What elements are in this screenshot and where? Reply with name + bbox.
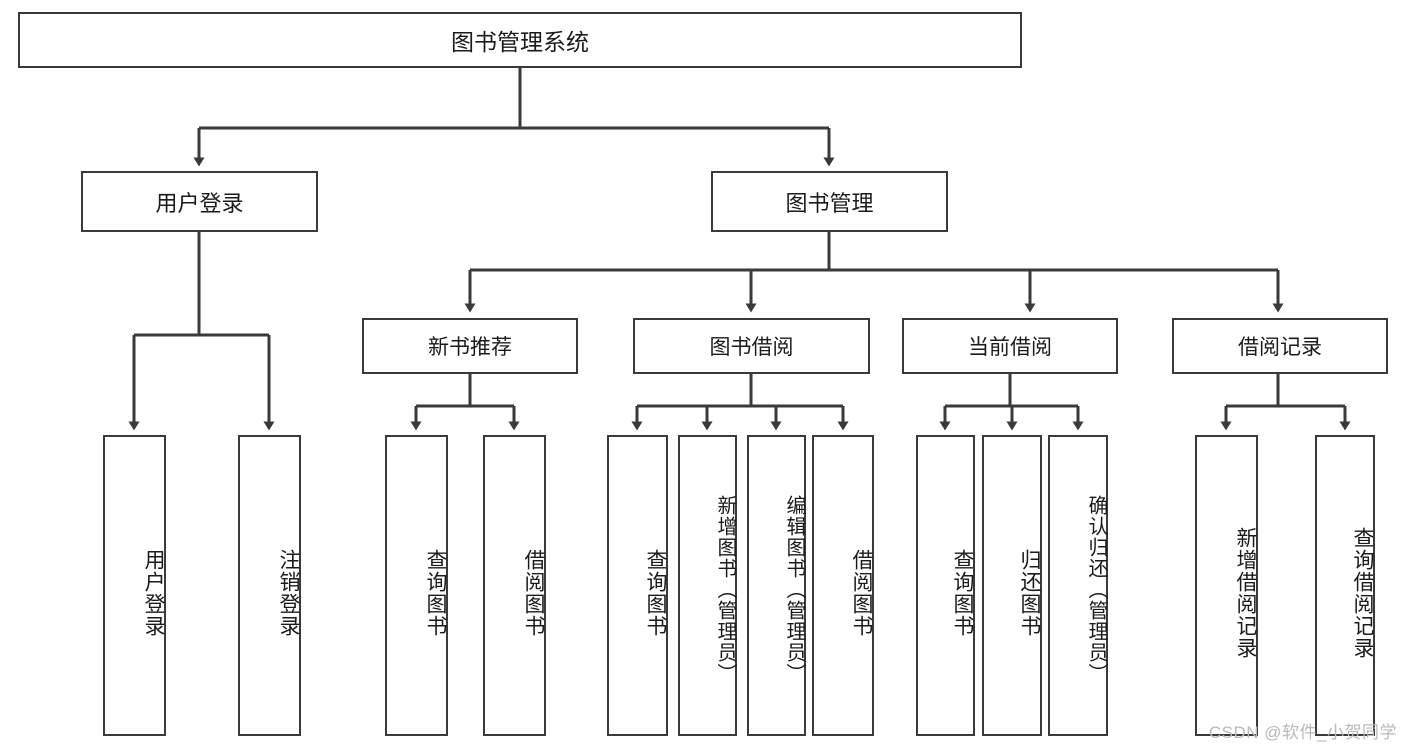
leaf-query-borrow-record[interactable]: 查询借阅记录 <box>1315 435 1375 736</box>
leaf-edit-book-admin[interactable]: 编辑图书（管理员） <box>747 435 806 736</box>
node-current-borrow[interactable]: 当前借阅 <box>902 318 1118 374</box>
leaf-query-book-recommend[interactable]: 查询图书 <box>385 435 448 736</box>
leaf-logout-login[interactable]: 注销登录 <box>238 435 301 736</box>
leaf-add-book-admin[interactable]: 新增图书（管理员） <box>678 435 737 736</box>
leaf-query-book-current[interactable]: 查询图书 <box>916 435 975 736</box>
csdn-watermark: CSDN @软件_小贺同学 <box>1208 723 1397 742</box>
leaf-add-borrow-record[interactable]: 新增借阅记录 <box>1195 435 1258 736</box>
leaf-query-book-borrow[interactable]: 查询图书 <box>607 435 668 736</box>
leaf-return-book[interactable]: 归还图书 <box>982 435 1042 736</box>
node-book-borrow[interactable]: 图书借阅 <box>633 318 870 374</box>
leaf-borrow-book-borrow[interactable]: 借阅图书 <box>812 435 874 736</box>
leaf-confirm-return-admin[interactable]: 确认归还（管理员） <box>1048 435 1108 736</box>
node-borrow-record[interactable]: 借阅记录 <box>1172 318 1388 374</box>
leaf-user-login[interactable]: 用户登录 <box>103 435 166 736</box>
leaf-borrow-book-recommend[interactable]: 借阅图书 <box>483 435 546 736</box>
node-new-book-recommend[interactable]: 新书推荐 <box>362 318 578 374</box>
node-root-system[interactable]: 图书管理系统 <box>18 12 1022 68</box>
node-user-login[interactable]: 用户登录 <box>81 171 318 232</box>
node-book-manage[interactable]: 图书管理 <box>711 171 948 232</box>
